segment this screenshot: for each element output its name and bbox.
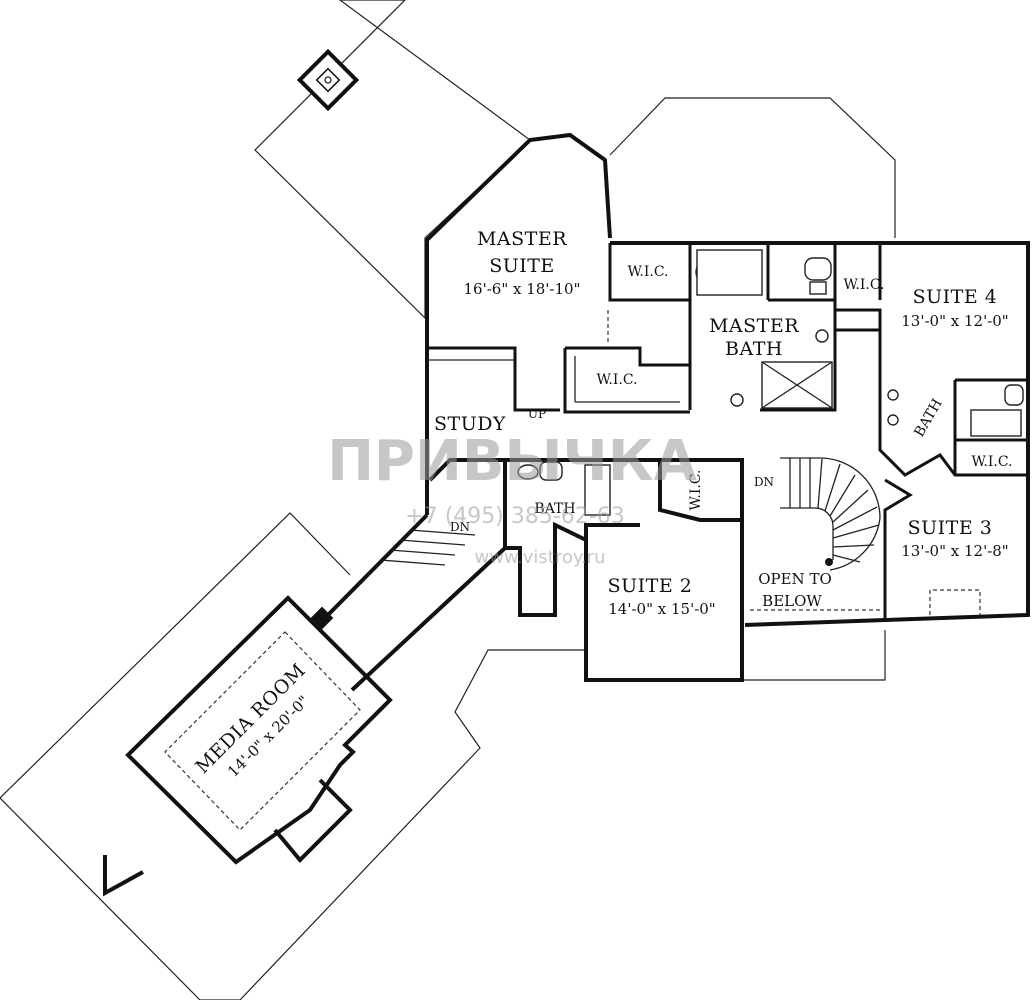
suite-3-size: 13'-0" x 12'-8" <box>901 542 1008 560</box>
stair-up-label: UP <box>528 407 546 421</box>
wic-master-2-label: W.I.C. <box>596 372 637 388</box>
interior-walls <box>427 243 1028 620</box>
suite-2-label: SUITE 2 <box>608 575 693 597</box>
suite-4-label: SUITE 4 <box>913 286 998 308</box>
wic-suite-2-label: W.I.C. <box>688 469 704 510</box>
fixtures <box>517 249 1024 516</box>
master-suite-label-1: MASTER <box>477 228 567 250</box>
watermark-brand: ПРИВЫЧКА <box>327 429 698 494</box>
wic-master-1-label: W.I.C. <box>627 264 668 280</box>
bath-suite-4-label: BATH <box>911 396 945 440</box>
stair-dn-media-label: DN <box>450 520 470 534</box>
master-bath-label-2: BATH <box>725 338 783 360</box>
exterior-walls <box>316 132 1030 692</box>
suite-3-label: SUITE 3 <box>908 517 993 539</box>
watermark: ПРИВЫЧКА +7 (495) 385-62-63 www.vistroy.… <box>327 429 698 568</box>
stair-to-media <box>379 529 476 566</box>
watermark-site: www.vistroy.ru <box>475 547 606 568</box>
suite-4-size: 13'-0" x 12'-0" <box>901 312 1008 330</box>
wic-suite-3-label: W.I.C. <box>971 454 1012 470</box>
suite-3-closet <box>929 589 981 615</box>
vent-mark <box>103 855 144 897</box>
wic-suite-4-label: W.I.C. <box>843 277 884 293</box>
master-suite-label-2: SUITE <box>489 255 555 277</box>
master-suite-size: 16'-6" x 18'-10" <box>464 280 581 298</box>
roof-outline <box>0 0 896 1000</box>
stair-dn-main-label: DN <box>754 475 774 489</box>
spiral-stair <box>750 457 881 611</box>
master-bath-label-1: MASTER <box>709 315 799 337</box>
open-to-below-label-1: OPEN TO <box>758 570 832 588</box>
open-to-below-label-2: BELOW <box>762 592 822 610</box>
watermark-phone: +7 (495) 385-62-63 <box>405 504 624 529</box>
suite-2-size: 14'-0" x 15'-0" <box>608 600 715 618</box>
study-label: STUDY <box>434 413 506 435</box>
bath-shared-label: BATH <box>534 501 575 517</box>
media-room-walls <box>125 595 393 865</box>
chimney <box>296 48 360 112</box>
